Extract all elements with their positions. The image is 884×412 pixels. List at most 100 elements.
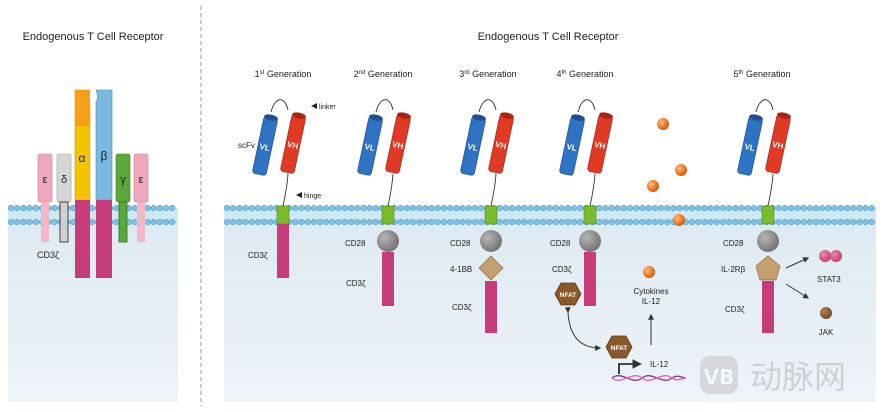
lipid-head	[372, 204, 379, 212]
lipid-head	[738, 218, 745, 226]
stat3-label: STAT3	[817, 275, 841, 284]
lipid-head	[608, 204, 615, 212]
lipid-head	[775, 218, 782, 226]
lipid-head	[533, 218, 541, 226]
cytokine-ball	[657, 118, 669, 130]
lipid-head	[113, 218, 120, 226]
lipid-head	[577, 218, 584, 226]
scfv-domain: VL	[737, 114, 763, 176]
lipid-head	[521, 204, 528, 212]
vl-label: VL	[259, 142, 271, 153]
lipid-head	[831, 204, 838, 212]
lipid-head	[515, 218, 522, 226]
lipid-head	[602, 204, 609, 212]
lipid-head	[540, 218, 547, 226]
lipid-head	[812, 204, 820, 212]
scfv-linker	[375, 99, 394, 113]
cd3-epsilon-left-tail	[41, 202, 49, 242]
right-cell-membrane	[223, 204, 876, 226]
lipid-head	[465, 218, 472, 226]
lipid-head	[527, 204, 534, 212]
lipid-head	[639, 218, 646, 226]
delta-label: δ	[61, 174, 67, 186]
lipid-head	[831, 218, 838, 226]
lipid-head	[403, 204, 410, 212]
lipid-head	[558, 204, 565, 212]
lipid-head	[254, 204, 262, 212]
stat3-arrow	[785, 257, 810, 269]
lipid-head	[744, 204, 751, 212]
cd28-costim-domain	[377, 230, 399, 252]
lipid-head	[695, 204, 702, 212]
lipid-head	[347, 218, 355, 226]
lipid-head	[577, 204, 584, 212]
lipid-head	[856, 218, 863, 226]
il12-gene-label: IL-12	[650, 360, 669, 369]
transmembrane-domain	[583, 205, 597, 225]
gen4-cd28-label: CD28	[550, 239, 571, 248]
lipid-head	[341, 218, 348, 226]
lipid-head	[670, 204, 677, 212]
vl-label: VL	[744, 142, 756, 153]
cd3-gamma-tail	[118, 201, 128, 243]
lipid-head	[750, 204, 758, 212]
lipid-head	[478, 218, 485, 226]
lipid-head	[360, 218, 367, 226]
lipid-head	[51, 218, 58, 226]
lipid-head	[688, 218, 696, 226]
lipid-head	[20, 204, 27, 212]
lipid-head	[620, 204, 627, 212]
lipid-head	[335, 204, 342, 212]
lipid-head	[242, 204, 249, 212]
cd28-costim-domain	[579, 230, 601, 252]
tcr-beta-chain	[95, 89, 113, 201]
car-gen-1: VL VH	[252, 99, 306, 278]
lipid-head	[521, 218, 528, 226]
lipid-head	[354, 218, 361, 226]
vh-label: VH	[286, 140, 299, 151]
lipid-head	[156, 218, 163, 226]
lipid-head	[707, 204, 714, 212]
lipid-head	[564, 218, 572, 226]
lipid-head	[713, 204, 720, 212]
lipid-head	[316, 204, 324, 212]
lipid-head	[292, 204, 299, 212]
lipid-head	[825, 204, 832, 212]
linker-pointer-icon	[311, 103, 317, 109]
lipid-head	[701, 218, 708, 226]
lipid-head	[248, 204, 255, 212]
lipid-head	[242, 218, 249, 226]
vh-label: VH	[494, 140, 507, 151]
gen1-cd3z-label: CD3ζ	[248, 251, 268, 260]
lipid-head	[459, 204, 466, 212]
lipid-head	[267, 218, 274, 226]
lipid-head	[150, 204, 157, 212]
lipid-head	[837, 204, 844, 212]
lipid-head	[608, 218, 615, 226]
gen5-cd3z-label: CD3ζ	[725, 305, 745, 314]
lipid-head	[150, 218, 157, 226]
scfv-domain: VH	[488, 112, 514, 174]
domain-cap	[369, 114, 383, 121]
cd3z-signaling-domain	[485, 281, 497, 333]
gen3-cd3z-label: CD3ζ	[452, 303, 472, 312]
nfat-protein-bottom: NFAT	[605, 335, 633, 359]
lipid-head	[794, 218, 801, 226]
lipid-head	[169, 218, 176, 226]
lipid-head	[850, 204, 857, 212]
lipid-head	[360, 204, 367, 212]
tcr-alpha-top-accent	[75, 90, 90, 126]
lipid-head	[595, 218, 603, 226]
lipid-head	[236, 218, 243, 226]
car-hinge	[282, 173, 289, 207]
cytokine-ball	[675, 164, 687, 176]
gen5-il2rb-label: IL-2Rβ	[721, 265, 746, 274]
lipid-head	[32, 204, 39, 212]
lipid-head	[794, 204, 801, 212]
lipid-head	[812, 218, 820, 226]
lipid-head	[409, 218, 417, 226]
gen5-cd28-label: CD28	[723, 239, 744, 248]
lipid-head	[695, 218, 702, 226]
lipid-head	[781, 204, 789, 212]
